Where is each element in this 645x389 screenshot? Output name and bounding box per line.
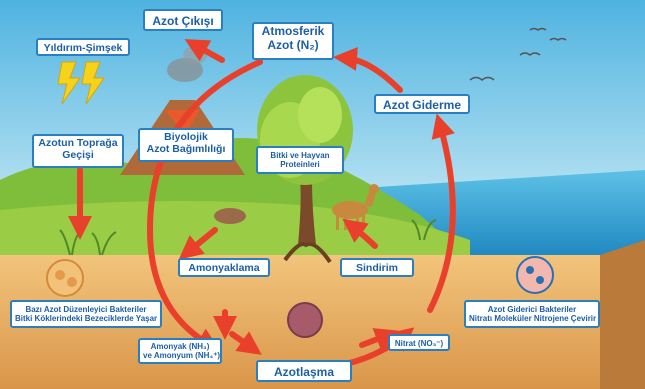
yildirim-text: Yıldırım-Şimşek <box>44 42 123 54</box>
nitrat-text: Nitrat (NO₃⁻) <box>395 339 443 348</box>
label-atmosferik-azot: Atmosferik Azot (N₂) <box>252 22 334 60</box>
label-sindirim: Sindirim <box>340 258 414 277</box>
giderici-line2: Nitratı Moleküler Nitrojene Çevirir <box>469 314 595 323</box>
amonyak-line2: ve Amonyum (NH₄⁺) <box>143 351 217 360</box>
label-nitrat: Nitrat (NO₃⁻) <box>388 334 450 351</box>
label-azot-duzenleyici: Bazı Azot Düzenleyici Bakteriler Bitki K… <box>10 300 162 328</box>
label-amonyaklama: Amonyaklama <box>178 258 270 277</box>
label-amonyak: Amonyak (NH₃) ve Amonyum (NH₄⁺) <box>138 338 222 364</box>
amonyak-line1: Amonyak (NH₃) <box>143 342 217 351</box>
bitki-line1: Bitki ve Hayvan <box>261 151 339 160</box>
bakteri-line1: Bazı Azot Düzenleyici Bakteriler <box>15 305 157 314</box>
label-biyolojik-azot: Biyolojik Azot Bağımlılığı <box>138 128 234 162</box>
azot-cikisi-text: Azot Çıkışı <box>152 14 213 28</box>
atmosferik-line1: Atmosferik <box>257 25 329 39</box>
soil-side <box>600 240 645 389</box>
biyolojik-line1: Biyolojik <box>143 131 229 143</box>
bakteri-line2: Bitki Köklerindeki Bezeciklerde Yaşar <box>15 314 157 323</box>
label-yildirim: Yıldırım-Şimşek <box>36 38 130 56</box>
topraga-line1: Azotun Toprağa <box>37 137 119 149</box>
denitrifying-bacteria-icon <box>517 257 553 293</box>
label-bitki-hayvan: Bitki ve Hayvan Proteinleri <box>256 146 344 174</box>
label-azot-giderici: Azot Giderici Bakteriler Nitratı Molekül… <box>464 300 600 328</box>
bacteria-nodule-icon <box>47 260 83 296</box>
azot-giderme-text: Azot Giderme <box>383 98 461 112</box>
animal <box>214 208 246 224</box>
label-azot-cikisi: Azot Çıkışı <box>143 9 223 31</box>
giderici-line1: Azot Giderici Bakteriler <box>469 305 595 314</box>
label-topraga-gecis: Azotun Toprağa Geçişi <box>32 134 124 168</box>
azotlasma-text: Azotlaşma <box>274 365 334 379</box>
amonyaklama-text: Amonyaklama <box>188 262 259 274</box>
biyolojik-line2: Azot Bağımlılığı <box>143 143 229 155</box>
atmosferik-line2: Azot (N₂) <box>257 39 329 53</box>
bitki-line2: Proteinleri <box>261 160 339 169</box>
label-azotlasma: Azotlaşma <box>256 360 352 382</box>
sindirim-text: Sindirim <box>356 262 398 274</box>
label-azot-giderme: Azot Giderme <box>374 94 470 114</box>
topraga-line2: Geçişi <box>37 149 119 161</box>
bacteria-soil-icon <box>288 303 322 337</box>
